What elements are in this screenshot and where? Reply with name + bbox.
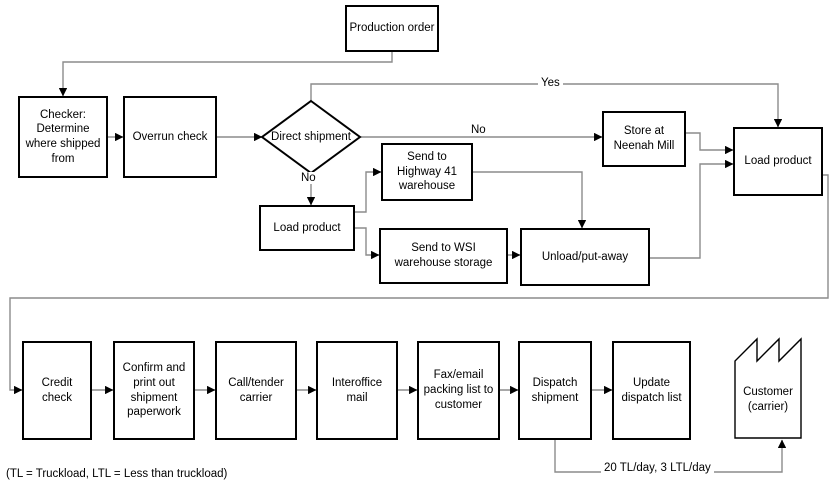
node-dispatch-shipment-label: Dispatch shipment: [531, 376, 579, 404]
customer-factory-shape: [734, 337, 802, 439]
node-store-neenah-mill[interactable]: Store at Neenah Mill: [602, 111, 686, 167]
node-direct-shipment-decision[interactable]: Direct shipment: [271, 117, 351, 157]
edge-unload-to-load-product: [650, 159, 734, 259]
edge-load-product-to-credit-check: [9, 174, 829, 395]
node-customer-carrier[interactable]: Customer (carrier): [735, 339, 801, 438]
legend-note: (TL = Truckload, LTL = Less than trucklo…: [6, 468, 228, 480]
node-credit-check[interactable]: Credit check: [22, 341, 92, 440]
node-call-tender-carrier[interactable]: Call/tender carrier: [215, 341, 297, 440]
node-confirm-print-label: Confirm and print out shipment paperwork: [122, 362, 186, 419]
node-confirm-print[interactable]: Confirm and print out shipment paperwork: [113, 341, 195, 440]
node-update-dispatch-list-label: Update dispatch list: [621, 376, 682, 404]
edge-production-to-checker: [58, 52, 393, 97]
node-interoffice-mail[interactable]: Interoffice mail: [316, 341, 398, 440]
node-unload-put-away-label: Unload/put-away: [541, 250, 629, 263]
node-send-highway-41-label: Send to Highway 41 warehouse: [396, 150, 458, 193]
node-overrun-check[interactable]: Overrun check: [123, 96, 217, 178]
edge-loadmid-to-highway41: [355, 167, 382, 213]
node-credit-check-label: Credit check: [41, 376, 73, 404]
edge-neenah-to-load-product: [686, 132, 734, 155]
node-load-product-right[interactable]: Load product: [733, 127, 823, 196]
node-call-tender-carrier-label: Call/tender carrier: [228, 376, 284, 404]
node-update-dispatch-list[interactable]: Update dispatch list: [612, 341, 691, 440]
edge-highway41-to-unload: [473, 171, 587, 229]
node-direct-shipment-label: Direct shipment: [271, 130, 351, 143]
node-checker-label: Checker: Determine where shipped from: [25, 108, 101, 165]
edge-label-no-down: No: [298, 172, 319, 184]
node-send-highway-41[interactable]: Send to Highway 41 warehouse: [381, 143, 473, 201]
node-checker[interactable]: Checker: Determine where shipped from: [18, 96, 108, 178]
node-dispatch-shipment[interactable]: Dispatch shipment: [518, 341, 592, 440]
node-unload-put-away[interactable]: Unload/put-away: [520, 228, 650, 286]
node-send-wsi[interactable]: Send to WSI warehouse storage: [379, 228, 508, 284]
edge-label-throughput: 20 TL/day, 3 LTL/day: [601, 462, 714, 474]
edge-label-yes: Yes: [538, 77, 563, 89]
edge-yes-to-load-product: [310, 83, 783, 128]
edge-loadmid-to-wsi: [355, 227, 380, 260]
node-fax-email-packing-list[interactable]: Fax/email packing list to customer: [417, 341, 500, 440]
node-production-order-label: Production order: [349, 22, 435, 35]
node-load-product-right-label: Load product: [744, 155, 812, 168]
node-load-product-mid[interactable]: Load product: [259, 205, 355, 251]
node-production-order[interactable]: Production order: [345, 5, 439, 52]
node-interoffice-mail-label: Interoffice mail: [331, 376, 383, 404]
node-store-neenah-mill-label: Store at Neenah Mill: [613, 125, 675, 152]
node-fax-email-packing-list-label: Fax/email packing list to customer: [423, 369, 494, 411]
node-overrun-check-label: Overrun check: [132, 130, 208, 143]
edge-label-no-right: No: [468, 124, 489, 136]
node-load-product-mid-label: Load product: [273, 221, 341, 234]
node-send-wsi-label: Send to WSI warehouse storage: [394, 242, 493, 269]
node-customer-carrier-label: Customer (carrier): [743, 385, 793, 413]
